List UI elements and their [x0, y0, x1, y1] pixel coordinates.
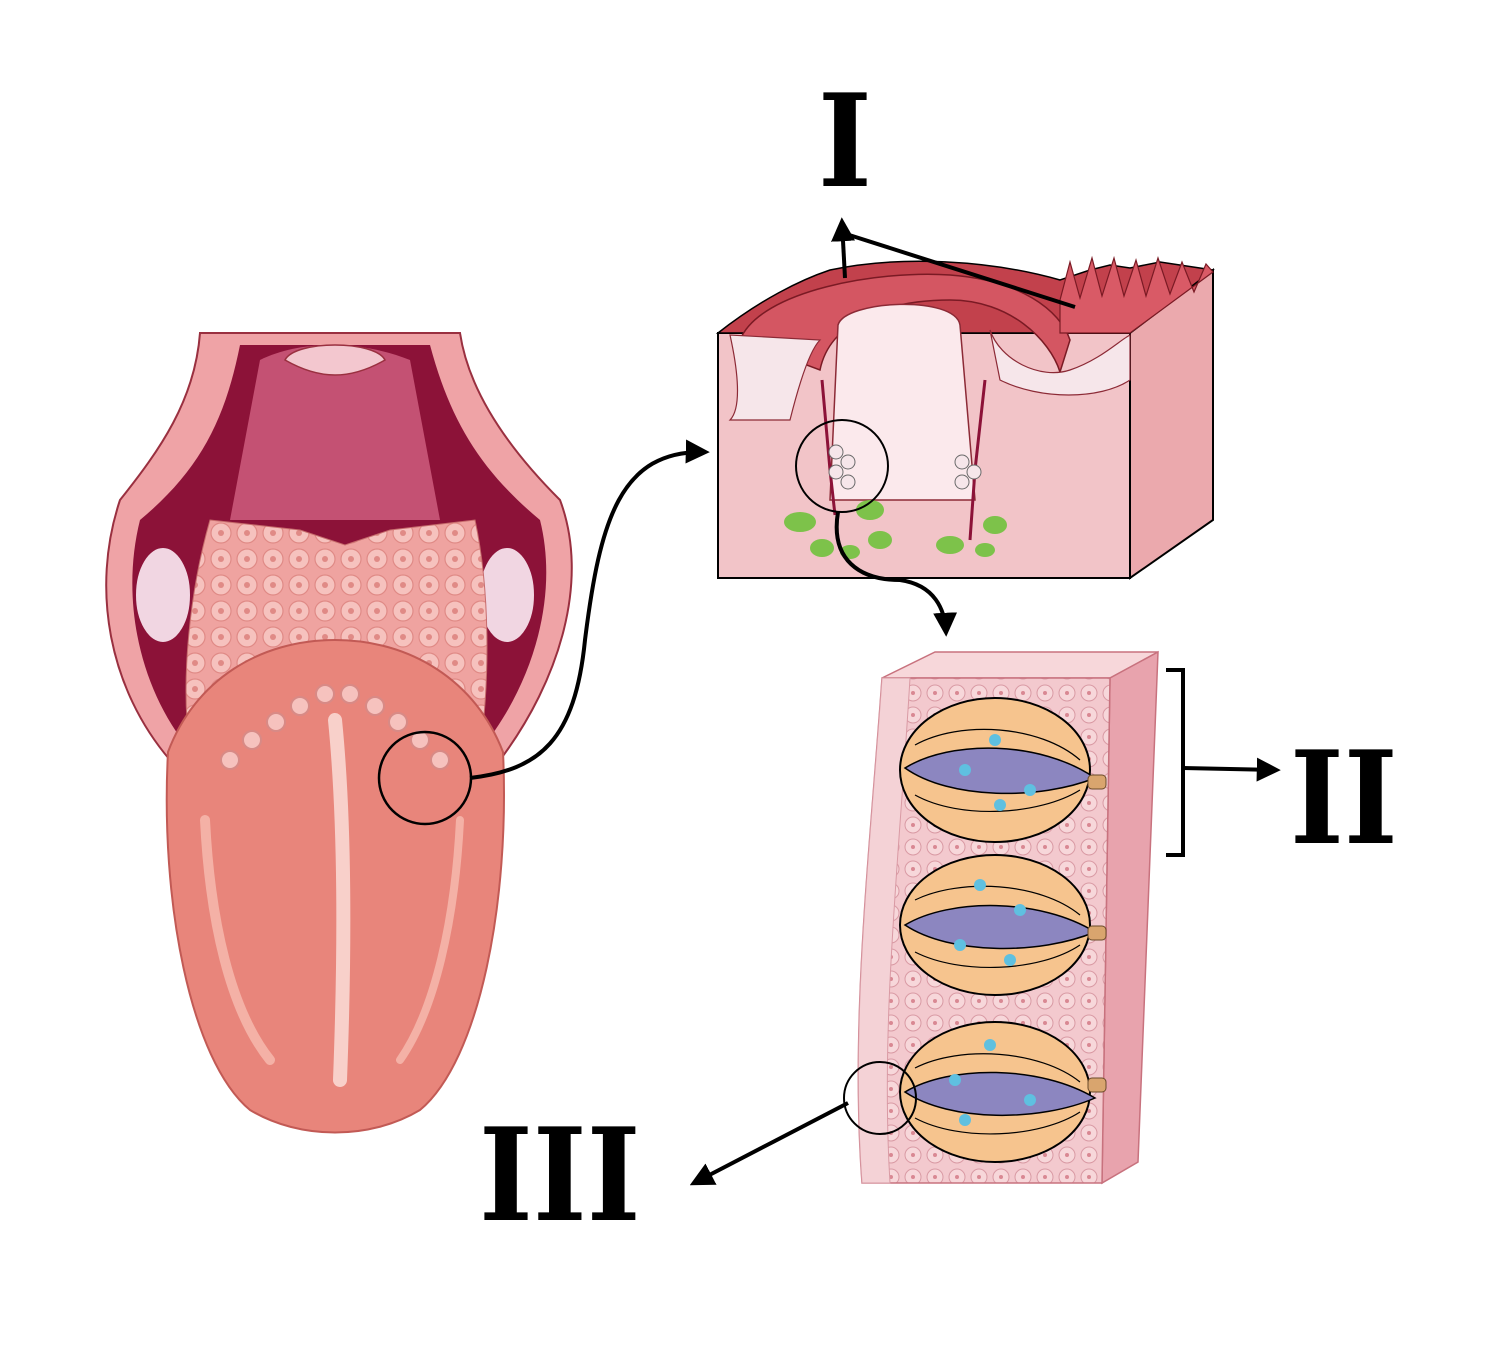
papilla-block [715, 255, 1215, 580]
pointer-lines [469, 217, 1281, 1186]
label-ii: II [1289, 724, 1398, 874]
side-highlight-left [200, 815, 275, 1065]
filiform-papillae [1059, 255, 1214, 334]
taste-bud-block [843, 650, 1159, 1185]
label-i: I [817, 67, 872, 217]
taste-bud-zoom-circle [843, 1061, 917, 1135]
papilla-core [829, 303, 976, 501]
arrow-papilla-to-tastebud [834, 511, 958, 637]
pharynx [230, 345, 440, 520]
taste-bud-1 [899, 697, 1097, 843]
nerve-ganglia [784, 500, 1007, 559]
left-tonsil [134, 546, 192, 644]
pointer-i-left [831, 217, 856, 279]
side-highlight-right [396, 816, 464, 1064]
label-iii: III [478, 1101, 641, 1251]
bracket-ii [1166, 668, 1185, 857]
arrow-iii [689, 1101, 849, 1186]
taste-buds-trench [828, 444, 982, 490]
arrow-tongue-to-papilla [469, 439, 710, 780]
epiglottis [284, 344, 386, 376]
taste-bud-block-right [1101, 650, 1159, 1185]
taste-pores [1087, 774, 1107, 1093]
circumvallate-papillae [220, 684, 450, 770]
tongue-body [165, 638, 505, 1134]
taste-bud-2 [899, 854, 1097, 996]
taste-bud-3 [899, 1021, 1097, 1163]
papilla-trench-left [728, 334, 822, 421]
median-sulcus [328, 713, 351, 1087]
basal-strip [857, 677, 911, 1184]
arrow-ii [1182, 757, 1281, 782]
pointer-i-right [845, 232, 1076, 309]
right-tonsil [478, 546, 536, 644]
tongue-illustration [105, 332, 573, 1134]
papilla-trench-right [989, 329, 1131, 396]
papilla-zoom-circle [795, 419, 889, 513]
